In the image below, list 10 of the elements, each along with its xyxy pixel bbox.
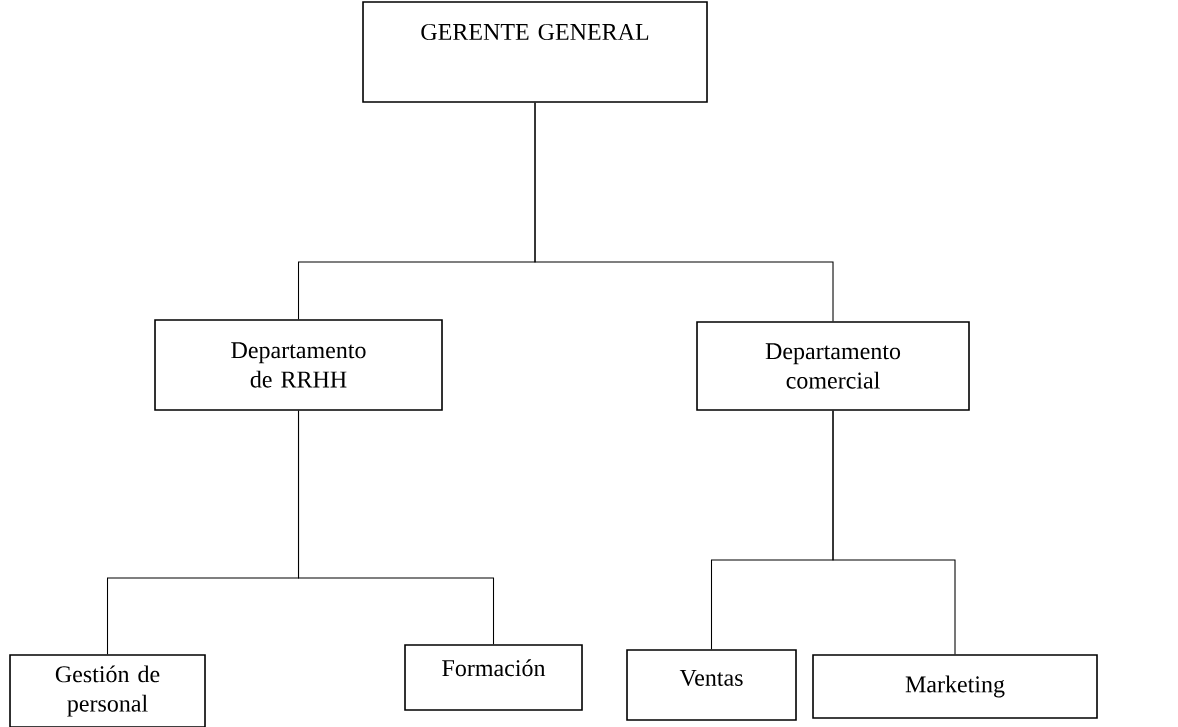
org-box: Ventas	[626, 649, 797, 721]
org-box: Gestión de personal	[9, 654, 206, 727]
org-box: Formación	[404, 644, 583, 711]
org-box: Departamento comercial	[696, 321, 970, 411]
org-box: GERENTE GENERAL	[362, 1, 708, 103]
connector-line	[534, 102, 834, 322]
connector-line	[297, 410, 495, 645]
connector-line	[832, 410, 956, 655]
org-box: Marketing	[812, 654, 1098, 719]
org-box: Departamento de RRHH	[154, 319, 443, 411]
